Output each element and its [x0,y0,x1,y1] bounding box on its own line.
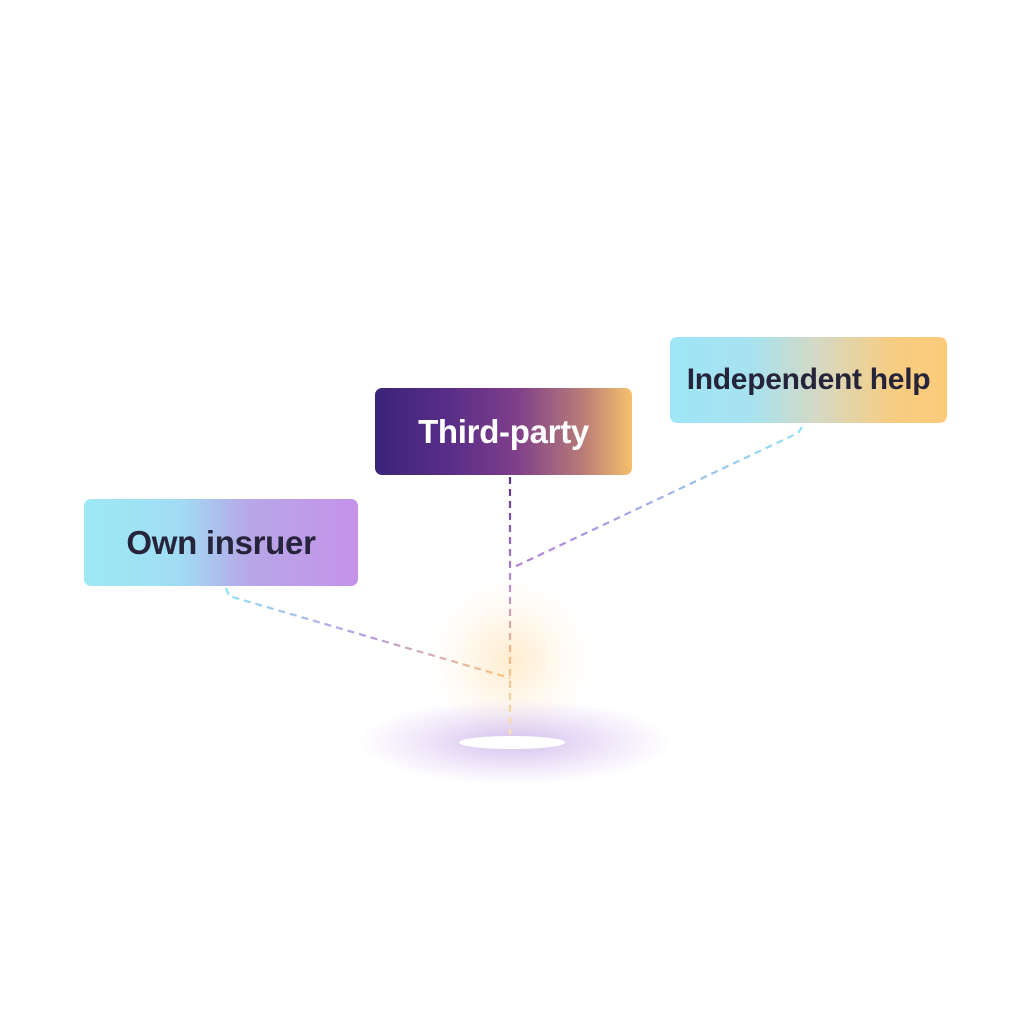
connector-own-insurer [224,587,511,680]
node-independent-help: Independent help [670,337,947,423]
node-own-insurer: Own insruer [84,499,358,586]
origin-disc [459,736,565,749]
connector-independent-help [511,426,803,569]
node-label: Third-party [418,412,589,450]
node-third-party: Third-party [375,388,632,475]
node-label: Own insruer [126,523,316,561]
node-label: Independent help [686,363,931,396]
